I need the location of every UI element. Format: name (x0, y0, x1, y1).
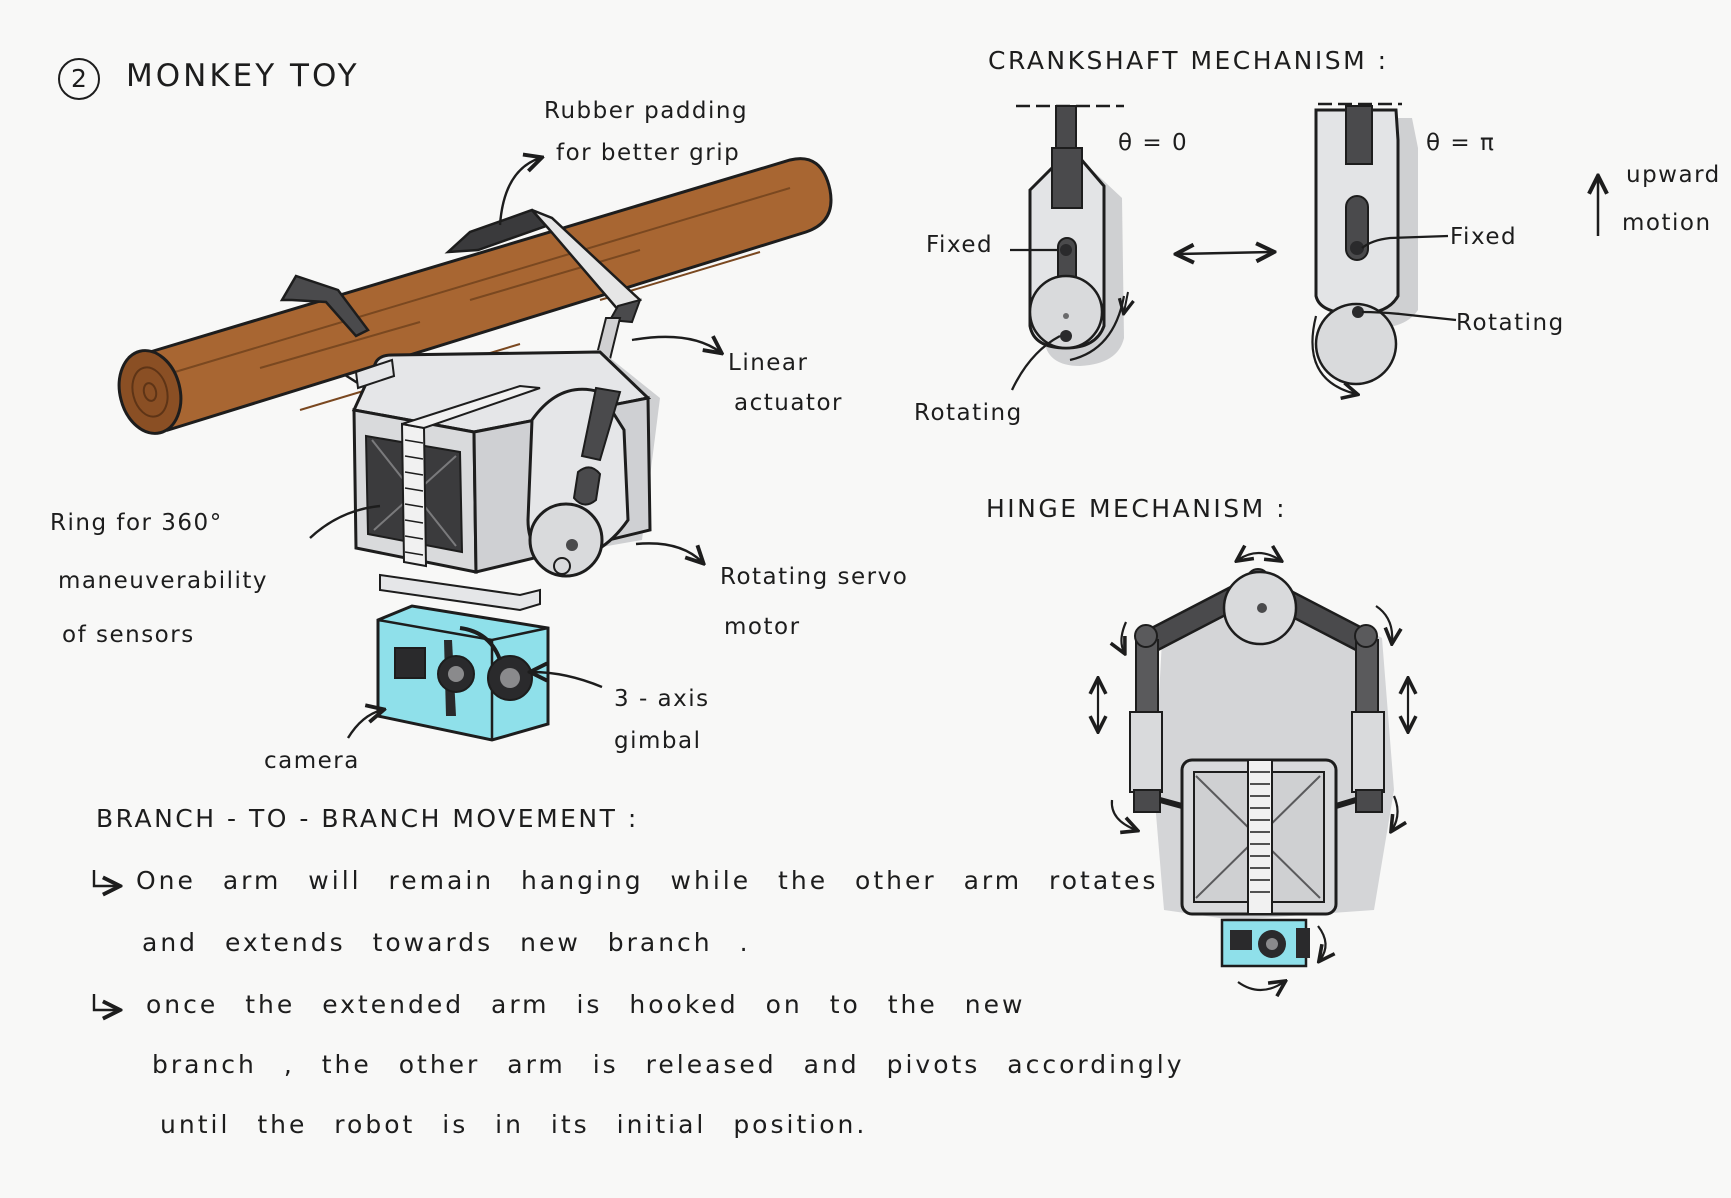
right-hook-arm (444, 208, 643, 402)
label-gimbal-1: 3 - axis (614, 686, 710, 712)
label-ring-1: Ring for 360° (50, 510, 223, 536)
crankshaft-fixed-left: Fixed (926, 232, 994, 258)
crankshaft-state-theta-0 (1016, 104, 1128, 366)
hinge-motion-arrows (1098, 553, 1408, 990)
crankshaft-leader-lines (1010, 234, 1457, 391)
camera-gimbal (376, 604, 550, 742)
linear-actuator-servo (526, 386, 630, 578)
upward-motion-1: upward (1626, 162, 1721, 188)
movement-heading: BRANCH - TO - BRANCH MOVEMENT : (96, 804, 639, 833)
label-ring-2: maneuverability (58, 568, 269, 594)
label-camera: camera (264, 748, 360, 774)
label-servo-2: motor (724, 614, 801, 640)
label-ring-3: of sensors (62, 622, 195, 648)
label-linear-actuator-2: actuator (734, 390, 843, 416)
bullet-arrows (92, 870, 118, 1010)
label-gimbal-2: gimbal (614, 728, 702, 754)
tree-branch (117, 157, 833, 435)
crankshaft-heading: CRANKSHAFT MECHANISM : (988, 46, 1389, 75)
hinge-diagram (1098, 553, 1408, 990)
movement-bullet-1-line-2: and extends towards new branch . (142, 928, 751, 957)
crankshaft-state-theta-pi (1311, 102, 1418, 394)
crankshaft-rotating-right: Rotating (1456, 310, 1565, 336)
movement-bullet-2-line-2: branch , the other arm is released and p… (152, 1050, 1185, 1079)
crankshaft-theta-0: θ = 0 (1118, 130, 1189, 156)
hinge-heading: HINGE MECHANISM : (986, 494, 1288, 523)
state-transition-arrow (1178, 252, 1272, 254)
page-title: MONKEY TOY (126, 58, 360, 94)
crankshaft-rotating-left: Rotating (914, 400, 1023, 426)
monkey-toy-leader-lines (309, 158, 720, 739)
movement-bullet-2-line-3: until the robot is in its initial positi… (160, 1110, 868, 1139)
crankshaft-fixed-right: Fixed (1450, 224, 1518, 250)
crankshaft-theta-pi: θ = π (1426, 130, 1496, 156)
movement-bullet-2-line-1: once the extended arm is hooked on to th… (146, 990, 1026, 1019)
movement-bullet-1-line-1: One arm will remain hanging while the ot… (136, 866, 1159, 895)
label-rubber-padding-2: for better grip (556, 140, 741, 166)
page-number-badge: 2 (58, 58, 100, 100)
upward-motion-2: motion (1622, 210, 1712, 236)
monkey-toy-illustration (117, 157, 833, 742)
label-servo-1: Rotating servo (720, 564, 909, 590)
label-rubber-padding-1: Rubber padding (544, 98, 749, 124)
crankshaft-diagram (1010, 102, 1598, 394)
label-linear-actuator-1: Linear (728, 350, 809, 376)
